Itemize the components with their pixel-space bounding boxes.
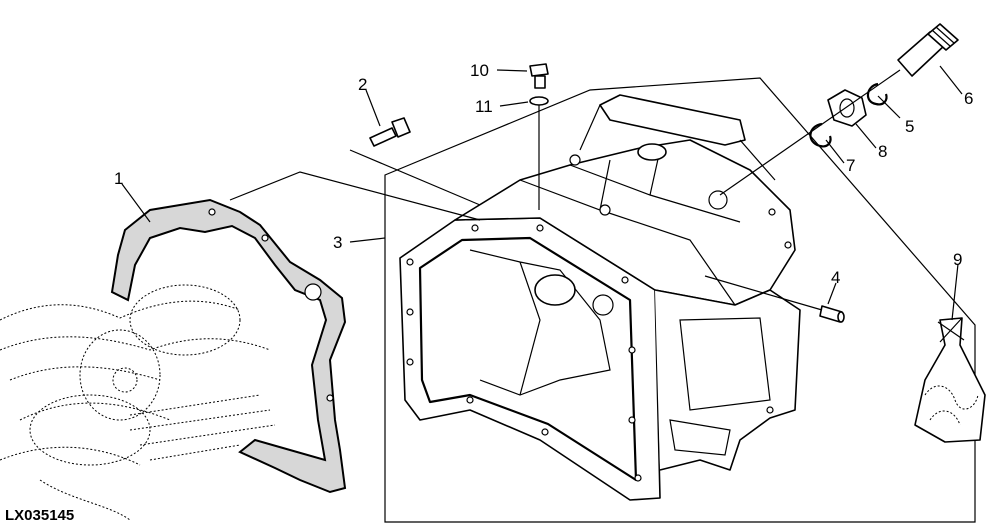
callout-3: 3 xyxy=(333,233,342,252)
callout-8: 8 xyxy=(878,142,887,161)
ring-5 xyxy=(866,82,888,106)
nut-8 xyxy=(827,89,867,127)
sensor-6 xyxy=(719,23,959,196)
callout-9: 9 xyxy=(953,250,962,269)
callout-1: 1 xyxy=(114,169,123,188)
parts-bag-9 xyxy=(914,317,986,443)
callout-4: 4 xyxy=(831,268,840,287)
gasket xyxy=(110,198,347,494)
transmission-housing xyxy=(399,94,801,501)
washer-11 xyxy=(529,96,549,210)
snap-ring-7 xyxy=(809,122,832,148)
callout-6: 6 xyxy=(964,89,973,108)
bolt-2 xyxy=(349,117,481,206)
callout-7: 7 xyxy=(846,156,855,175)
callout-5: 5 xyxy=(905,117,914,136)
assembly-frame xyxy=(384,77,976,523)
shaft-gear-assembly xyxy=(0,284,276,521)
screw-10 xyxy=(529,63,549,89)
callout-10: 10 xyxy=(470,61,489,80)
callout-2: 2 xyxy=(358,75,367,94)
callout-labels: 1 2 3 4 5 6 7 8 9 10 11 xyxy=(114,61,973,287)
callout-11: 11 xyxy=(475,97,493,116)
reference-code: LX035145 xyxy=(5,507,74,524)
pin-4 xyxy=(704,275,845,323)
leader-lines xyxy=(121,65,963,321)
